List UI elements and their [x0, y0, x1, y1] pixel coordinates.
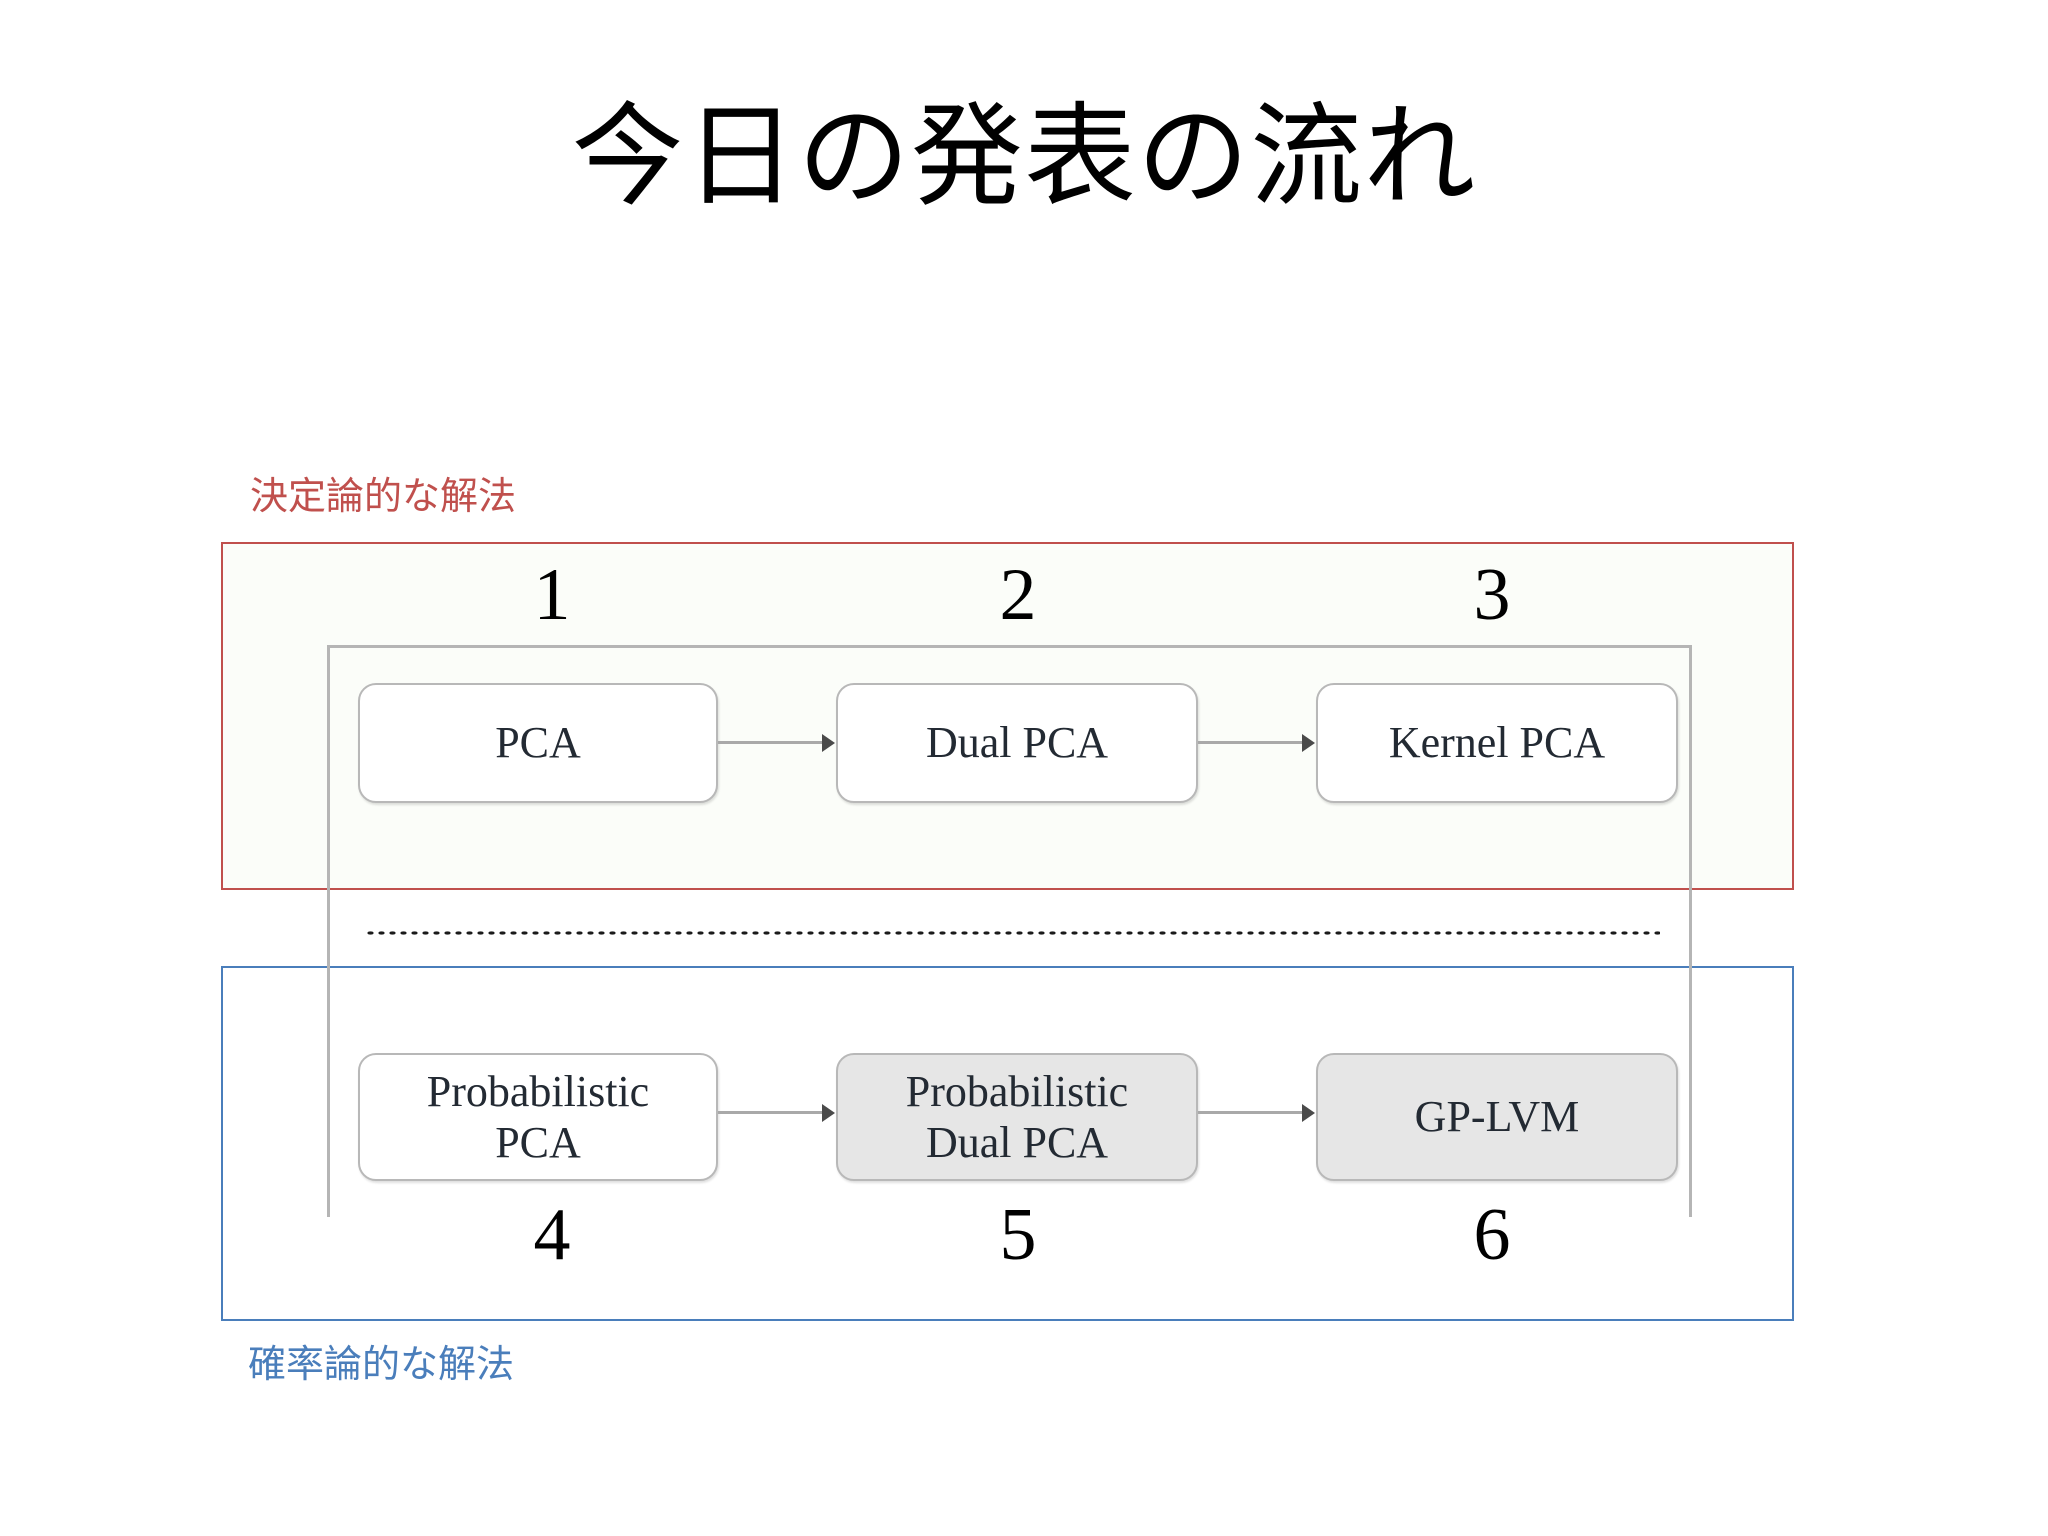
arrowhead-pdual-pca-to-gp-lvm: [1302, 1104, 1315, 1122]
page-title: 今日の発表の流れ: [571, 94, 1477, 219]
dotted-divider: [365, 930, 1660, 936]
node-pca-label: PCA: [495, 718, 581, 768]
node-kernel-pca[interactable]: Kernel PCA: [1316, 683, 1678, 803]
node-dual-pca-label: Dual PCA: [925, 718, 1109, 768]
node-probabilistic-dual-pca-line2: Dual PCA: [925, 1118, 1109, 1167]
node-probabilistic-dual-pca-label: Probabilistic Dual PCA: [906, 1066, 1128, 1168]
arrowhead-ppca-to-pdual-pca: [822, 1104, 835, 1122]
node-kernel-pca-label: Kernel PCA: [1388, 718, 1606, 768]
node-probabilistic-pca-label: Probabilistic PCA: [427, 1066, 649, 1168]
step-number-3: 3: [1473, 554, 1511, 636]
step-number-1: 1: [533, 554, 571, 636]
arrowhead-dual-pca-to-kernel-pca: [1302, 734, 1315, 752]
arrowhead-pca-to-dual-pca: [822, 734, 835, 752]
step-number-2: 2: [999, 554, 1037, 636]
group-label-deterministic: 決定論的な解法: [250, 476, 517, 518]
step-number-4: 4: [533, 1194, 571, 1276]
node-probabilistic-dual-pca[interactable]: Probabilistic Dual PCA: [836, 1053, 1198, 1181]
connector-pdual-pca-to-gp-lvm: [1198, 1111, 1308, 1114]
connector-pca-to-dual-pca: [718, 741, 828, 744]
node-probabilistic-pca-line1: Probabilistic: [426, 1066, 650, 1116]
step-number-6: 6: [1473, 1194, 1511, 1276]
node-probabilistic-dual-pca-line1: Probabilistic: [905, 1066, 1129, 1116]
node-dual-pca[interactable]: Dual PCA: [836, 683, 1198, 803]
step-number-5: 5: [999, 1194, 1037, 1276]
node-pca[interactable]: PCA: [358, 683, 718, 803]
diagram-frame-tail: [327, 1213, 330, 1215]
node-gp-lvm[interactable]: GP-LVM: [1316, 1053, 1678, 1181]
group-label-probabilistic: 確率論的な解法: [248, 1344, 515, 1386]
diagram-frame-bracket: [327, 645, 1692, 1217]
connector-ppca-to-pdual-pca: [718, 1111, 828, 1114]
connector-dual-pca-to-kernel-pca: [1198, 741, 1308, 744]
node-probabilistic-pca-line2: PCA: [495, 1118, 581, 1167]
node-gp-lvm-label: GP-LVM: [1414, 1092, 1580, 1142]
node-probabilistic-pca[interactable]: Probabilistic PCA: [358, 1053, 718, 1181]
